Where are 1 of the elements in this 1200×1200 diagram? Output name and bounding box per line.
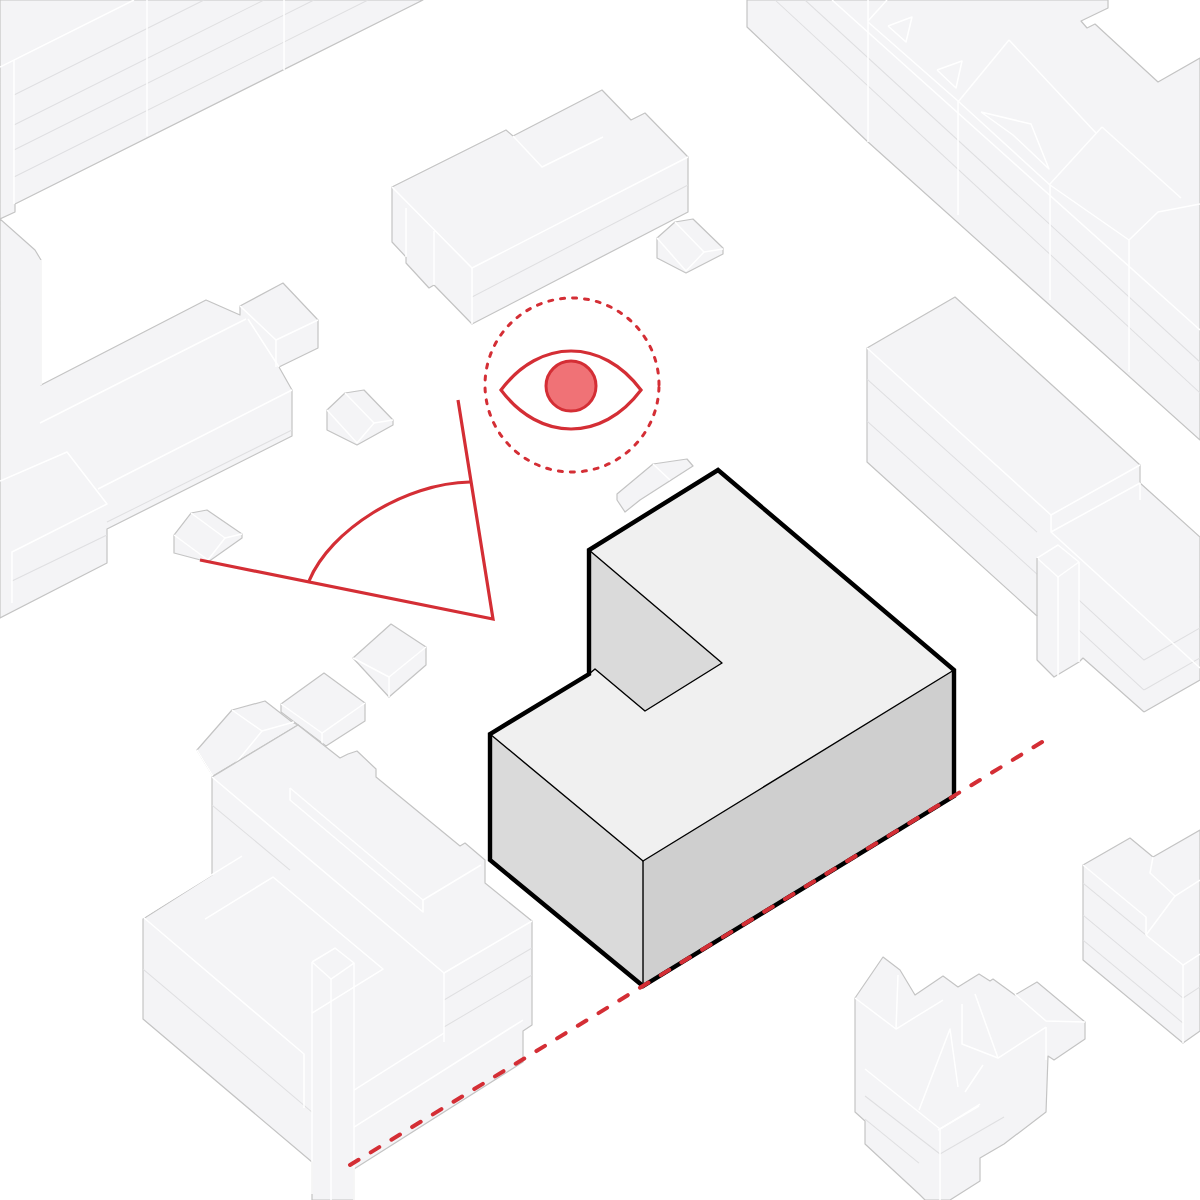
dashed-circle xyxy=(483,296,661,474)
